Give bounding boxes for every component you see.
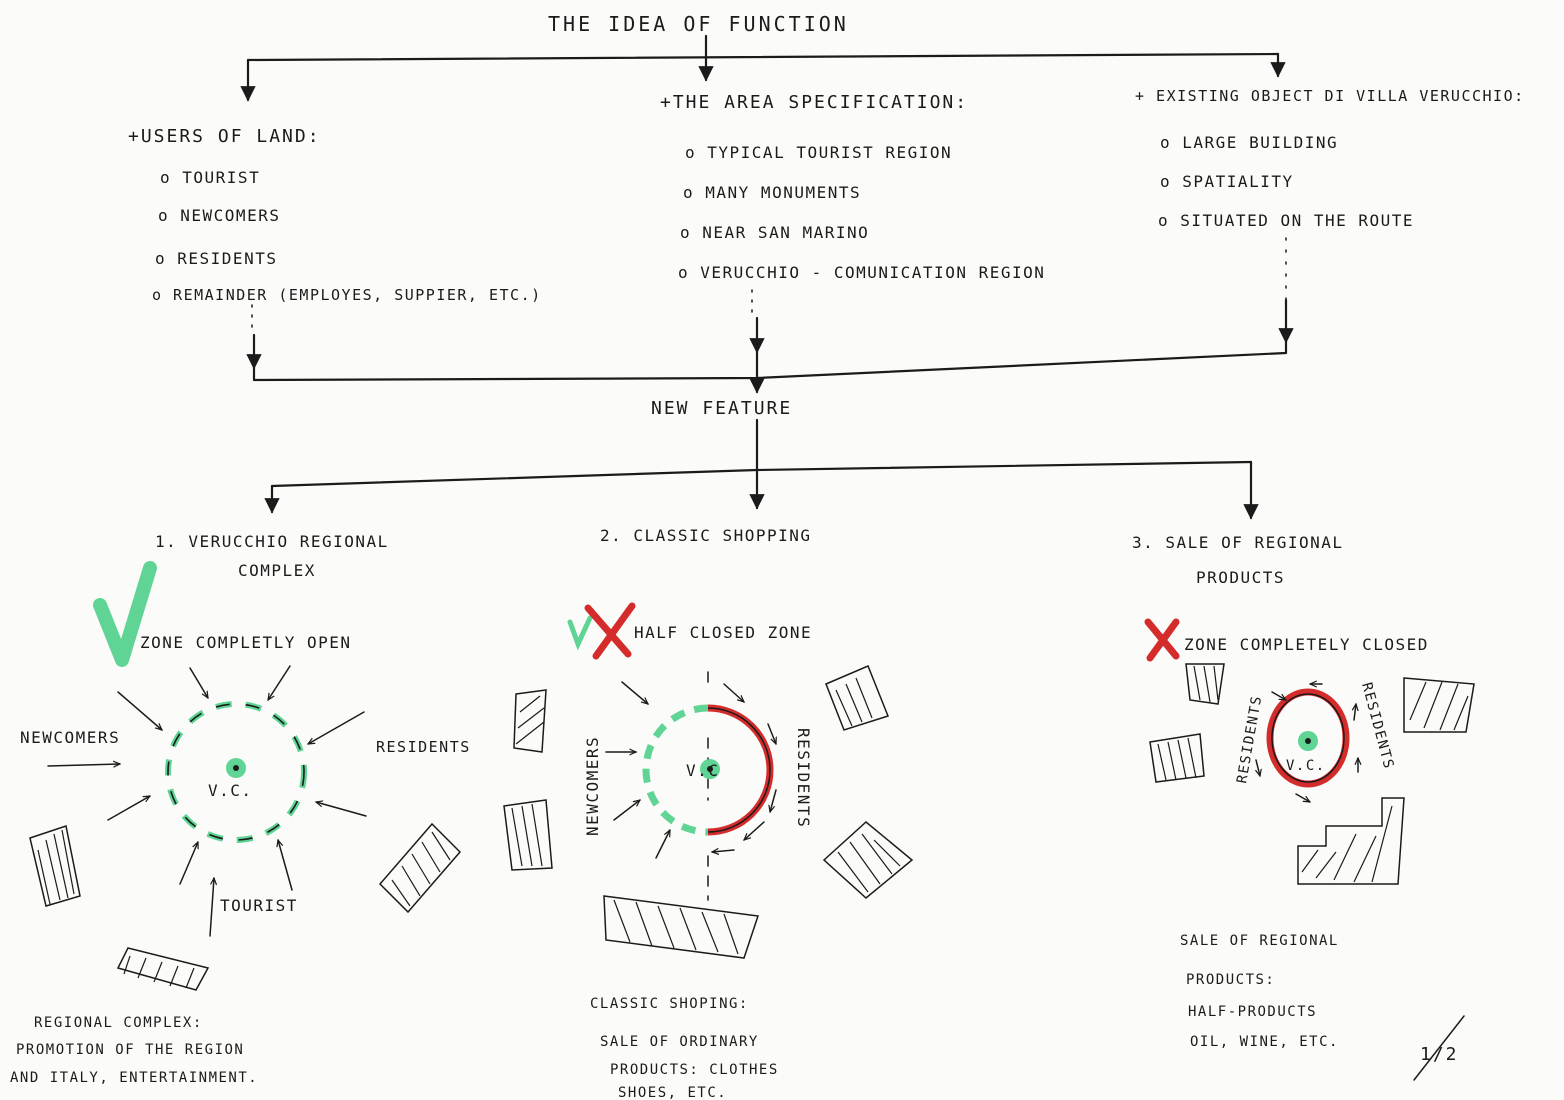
item-near-san-marino: o NEAR SAN MARINO (680, 223, 869, 242)
column-users-of-land: +USERS OF LAND: o TOURIST o NEWCOMERS o … (128, 126, 542, 304)
hatched-building-2e (603, 895, 759, 959)
item-tourist: o TOURIST (160, 168, 260, 187)
option-1-note-3: AND ITALY, ENTERTAINMENT. (10, 1070, 258, 1086)
label-tourist: TOURIST (220, 896, 298, 915)
cross-icon (584, 602, 636, 660)
hatched-building-2d (822, 821, 914, 899)
label-residents-left: RESIDENTS (1234, 694, 1265, 785)
open-half-ring (642, 704, 709, 836)
heading-existing-object: + EXISTING OBJECT DI VILLA VERUCCHIO: (1135, 87, 1525, 105)
flow-arrows (605, 681, 776, 859)
item-large-building: o LARGE BUILDING (1160, 133, 1338, 152)
option-2-note-2: SALE OF ORDINARY (600, 1034, 759, 1050)
option-2-note-3: PRODUCTS: CLOTHES (610, 1062, 779, 1078)
bottom-branch-lines (264, 418, 1259, 520)
closed-zone-ring (1266, 688, 1350, 788)
hatched-building-2a (513, 689, 547, 753)
option-2-note-4: SHOES, ETC. (618, 1085, 727, 1100)
circulation-arrows (1256, 684, 1358, 803)
item-situated-on-route: o SITUATED ON THE ROUTE (1158, 211, 1414, 230)
option-1-title: 1. VERUCCHIO REGIONAL (155, 532, 389, 551)
option-3-regional-products: 3. SALE OF REGIONAL PRODUCTS ZONE COMPLE… (1132, 533, 1475, 1050)
page-number: 1/2 (1413, 1015, 1465, 1081)
option-2-center-label: V.C (686, 761, 719, 780)
label-residents: RESIDENTS (794, 728, 813, 828)
page-number-text: 1/2 (1420, 1044, 1459, 1065)
option-1-regional-complex: 1. VERUCCHIO REGIONAL COMPLEX ZONE COMPL… (10, 532, 471, 1086)
heading-users-of-land: +USERS OF LAND: (128, 126, 321, 147)
item-verucchio-comunication: o VERUCCHIO - COMUNICATION REGION (678, 263, 1045, 282)
item-remainder: o REMAINDER (EMPLOYES, SUPPIER, ETC.) (152, 286, 542, 304)
option-3-title: 3. SALE OF REGIONAL (1132, 533, 1344, 552)
label-newcomers: NEWCOMERS (20, 728, 120, 747)
hatched-building-1a (29, 825, 81, 907)
check-icon (93, 561, 157, 667)
option-3-note-4: OIL, WINE, ETC. (1190, 1034, 1339, 1050)
merge-lines (246, 237, 1294, 394)
hatched-building-2b (503, 799, 553, 871)
inflow-arrows (47, 665, 367, 937)
hatched-building-3c (1403, 677, 1475, 733)
option-1-zone: ZONE COMPLETLY OPEN (140, 633, 352, 652)
option-2-zone: HALF CLOSED ZONE (634, 623, 812, 642)
option-3-title-2: PRODUCTS (1196, 568, 1285, 587)
cross-icon (1144, 618, 1180, 662)
item-residents: o RESIDENTS (155, 249, 277, 268)
option-1-note-1: REGIONAL COMPLEX: (34, 1015, 203, 1031)
item-newcomers: o NEWCOMERS (158, 206, 280, 225)
hatched-building-1c (116, 947, 210, 991)
label-residents: RESIDENTS (376, 738, 471, 756)
option-1-title-2: COMPLEX (238, 561, 316, 580)
option-3-note-2: PRODUCTS: (1186, 972, 1275, 988)
item-typical-tourist-region: o TYPICAL TOURIST REGION (685, 143, 952, 162)
option-1-note-2: PROMOTION OF THE REGION (16, 1042, 244, 1058)
hatched-building-1b (378, 822, 462, 914)
option-3-note-1: SALE OF REGIONAL (1180, 933, 1339, 949)
new-feature-label: NEW FEATURE (651, 398, 792, 419)
option-3-center-label: V.C. (1286, 758, 1326, 774)
option-2-classic-shopping: 2. CLASSIC SHOPPING HALF CLOSED ZONE V.C… (503, 526, 914, 1100)
hatched-building-3b (1149, 733, 1205, 783)
top-branch-lines (240, 34, 1286, 102)
column-area-specification: +THE AREA SPECIFICATION: o TYPICAL TOURI… (660, 92, 1045, 282)
option-2-title: 2. CLASSIC SHOPPING (600, 526, 812, 545)
diagram-title: THE IDEA OF FUNCTION (548, 12, 849, 36)
option-1-center-label: V.C. (208, 781, 253, 800)
option-3-zone: ZONE COMPLETELY CLOSED (1184, 635, 1429, 654)
hatched-building-3a (1185, 663, 1225, 705)
hatched-building-3d (1297, 797, 1405, 885)
item-spatiality: o SPATIALITY (1160, 172, 1294, 191)
option-3-note-3: HALF-PRODUCTS (1188, 1004, 1317, 1020)
hatched-building-2c (825, 665, 889, 731)
label-newcomers: NEWCOMERS (583, 736, 602, 836)
item-many-monuments: o MANY MONUMENTS (683, 183, 861, 202)
label-residents-right: RESIDENTS (1358, 681, 1397, 771)
check-icon (567, 615, 593, 651)
column-existing-object: + EXISTING OBJECT DI VILLA VERUCCHIO: o … (1135, 87, 1525, 230)
heading-area-specification: +THE AREA SPECIFICATION: (660, 92, 968, 113)
option-2-note-1: CLASSIC SHOPING: (590, 996, 749, 1012)
